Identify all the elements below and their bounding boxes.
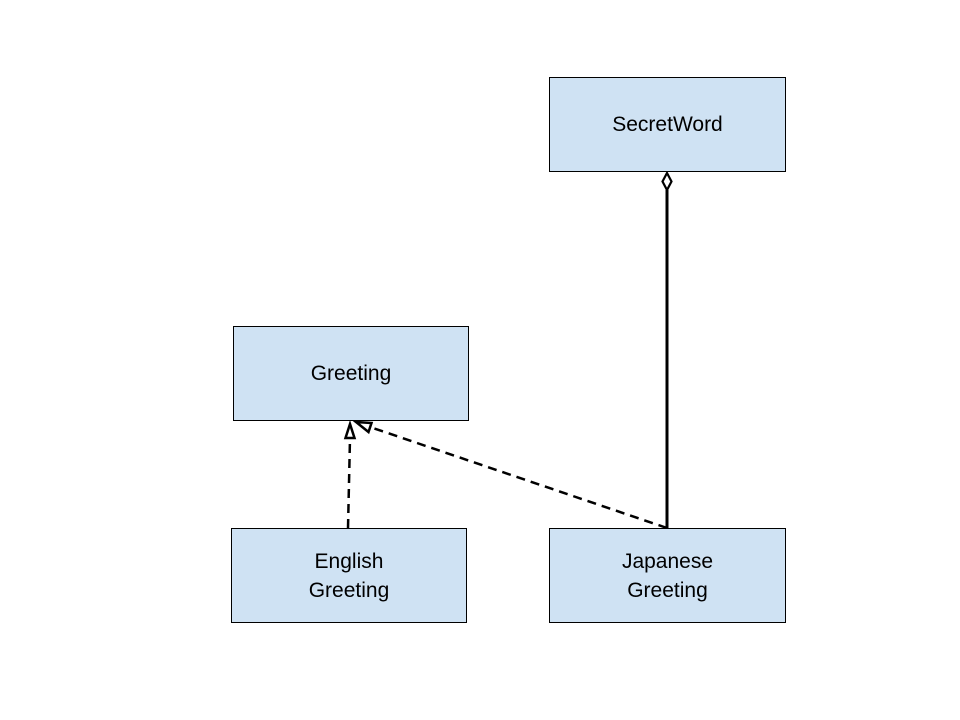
class-name-japanese-line2: Greeting <box>627 578 708 602</box>
realization-arrowhead-english <box>343 419 357 440</box>
class-name-english-line2: Greeting <box>308 578 390 602</box>
realization-edge-japanese-to-greeting <box>369 425 668 530</box>
class-name-secretword: SecretWord <box>612 113 723 136</box>
realization-edge-english-to-greeting <box>346 437 352 529</box>
class-name-greeting: Greeting <box>310 362 392 385</box>
class-box-secretword[interactable]: SecretWord <box>549 77 786 172</box>
class-box-japanese-greeting[interactable]: Japanese Greeting <box>549 528 786 623</box>
aggregation-diamond-icon <box>661 170 673 193</box>
class-box-english-greeting[interactable]: English Greeting <box>231 528 467 623</box>
class-name-japanese-line1: Japanese <box>621 549 714 573</box>
class-name-english-line1: English <box>314 549 384 573</box>
class-box-greeting[interactable]: Greeting <box>233 326 469 421</box>
realization-arrowhead-japanese <box>352 420 374 435</box>
